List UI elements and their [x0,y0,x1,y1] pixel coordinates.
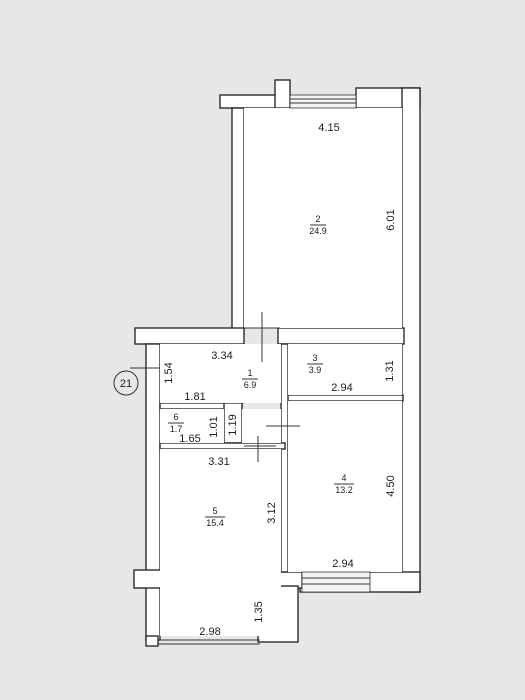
room-area: 24.9 [309,226,327,236]
room-1-label: 1 6.9 [242,368,258,390]
room-area: 1.7 [170,424,183,434]
room-interiors [160,108,402,636]
room-area: 6.9 [244,380,257,390]
room-2-label: 2 24.9 [309,214,327,236]
room-4-label: 4 13.2 [334,473,354,495]
dim-room3-height: 1.31 [384,360,396,381]
dim-balcony-depth: 1.35 [253,601,265,622]
room-area: 15.4 [206,518,224,528]
dim-room1-width: 3.34 [211,350,232,362]
room-number: 2 [315,214,320,224]
top-window [289,94,357,109]
dim-room1-left: 1.54 [163,362,175,383]
dim-room4-height: 4.50 [385,475,397,496]
room-number: 1 [247,368,252,378]
room-area: 3.9 [309,365,322,375]
door-marks [130,312,300,462]
dim-room6-height-b: 1.19 [227,414,239,435]
balcony-edge [158,639,260,645]
dim-room5-height: 3.12 [266,502,278,523]
dim-room2-length: 6.01 [385,209,397,230]
dim-room3-width: 2.94 [331,382,352,394]
room-3-label: 3 3.9 [307,353,323,375]
dim-room4-width: 2.94 [332,558,353,570]
room-number: 3 [312,353,317,363]
dim-room6-height-a: 1.01 [208,416,220,437]
room-number: 5 [212,506,217,516]
room-5-label: 5 15.4 [205,506,225,528]
dimension-labels: 4.15 6.01 3.34 1.54 1.81 2.94 1.31 1.65 … [163,122,397,638]
bottom-window [301,571,371,593]
marker-label: 21 [120,378,132,390]
dim-room1-inner: 1.81 [184,391,205,403]
marker-21: 21 [113,370,139,396]
dim-room6-width: 1.65 [179,433,200,445]
room-number: 6 [173,412,178,422]
dim-balcony-width: 2.98 [199,626,220,638]
room-6-label: 6 1.7 [168,412,184,434]
dim-corridor-width: 3.31 [208,456,229,468]
room-number: 4 [341,473,346,483]
room-area: 13.2 [335,485,353,495]
dim-room2-width: 4.15 [318,122,339,134]
